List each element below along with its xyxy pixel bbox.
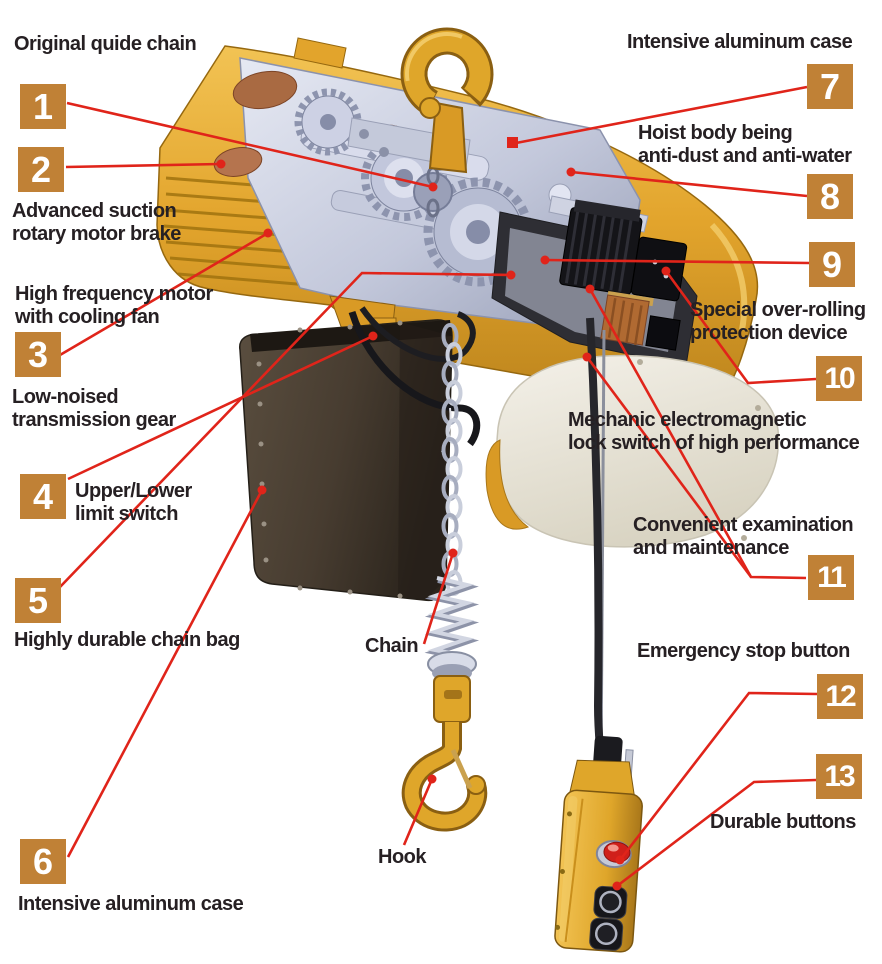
chain-bag [239,319,453,602]
callout-badge-5: 5 [15,578,61,623]
label-emergency-stop: Emergency stop button [637,640,850,662]
guide-chain-wheel [413,166,453,218]
label-chain: Chain [365,635,419,657]
callout-badge-8: 8 [807,174,853,219]
label-durable-buttons: Durable buttons [710,811,856,833]
transformer [600,291,654,346]
callout-badge-9: 9 [809,242,855,287]
top-hook-icon [400,27,494,174]
callout-badge-13: 13 [816,754,862,799]
bottom-hook-icon [401,675,488,832]
pendant-down-button [589,917,624,951]
callout-badge-7: 7 [807,64,853,109]
callout-badge-6: 6 [20,839,66,884]
pendant-control [554,735,643,953]
callout-badge-11: 11 [808,555,854,600]
label-hook: Hook [378,846,427,868]
label-original-guide-chain: Original quide chain [14,33,197,55]
callout-badge-2: 2 [18,147,64,192]
callout-badge-12: 12 [817,674,863,719]
pendant-up-button [593,885,628,919]
callout-badge-4: 4 [20,474,66,519]
leader-lines [59,85,818,888]
label-chain-bag: Highly durable chain bag [14,629,240,651]
label-aluminum-case-top: Intensive aluminum case [627,31,853,53]
label-aluminum-case-bottom: Intensive aluminum case [18,893,244,915]
power-cables [348,306,606,771]
callout-badge-1: 1 [20,84,66,129]
callout-badge-10: 10 [816,356,862,401]
contactor-block [559,199,643,296]
callout-badge-3: 3 [15,332,61,377]
leader-dots [216,137,671,891]
